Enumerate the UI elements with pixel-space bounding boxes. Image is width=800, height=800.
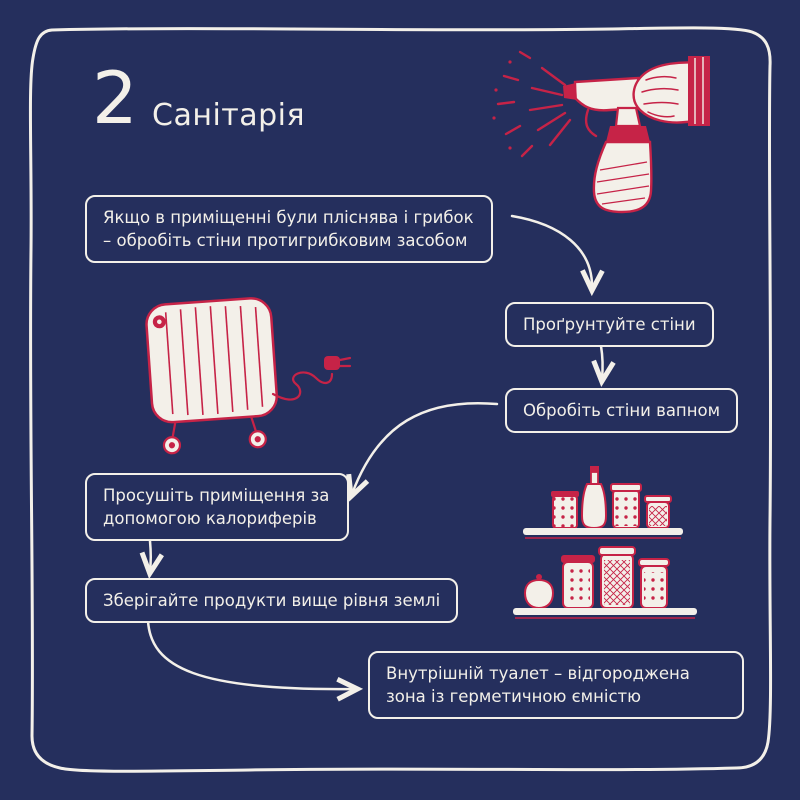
page-title: Санітарія: [152, 98, 306, 133]
step-box-mold-text: Якщо в приміщенні були пліснява і грибок…: [103, 208, 474, 251]
spray-droplets: [496, 50, 572, 158]
shelves-illustration: [513, 466, 697, 619]
power-cord: [271, 371, 334, 401]
arrow-lime-to-dry: [346, 401, 499, 502]
arrow-store-to-toilet: [146, 619, 364, 702]
spray-nozzle: [563, 83, 577, 100]
sleeve-cuff: [688, 56, 710, 126]
jar-dotted-top: [610, 483, 642, 529]
arrow-mold-to-prime: [510, 214, 605, 297]
bottle-body: [592, 140, 653, 214]
arrow-dry-to-store: [139, 539, 164, 580]
spray-head: [573, 76, 644, 112]
heater-fins: [164, 306, 264, 416]
jar-dotted-bottom: [638, 558, 670, 609]
cuff-hatching: [694, 57, 704, 124]
step-number: 2: [92, 56, 138, 140]
bottle: [580, 466, 608, 530]
pot: [523, 574, 555, 610]
step-box-mold: Якщо в приміщенні були пліснява і грибок…: [85, 195, 493, 264]
step-box-prime: Проґрунтуйте стіни: [505, 302, 714, 348]
step-box-dry: Просушіть приміщення за допомогою калори…: [85, 473, 349, 542]
spray-bottle-illustration: [492, 50, 710, 214]
step-box-prime-text: Проґрунтуйте стіни: [523, 315, 696, 334]
step-box-lime: Обробіть стіни вапном: [505, 388, 739, 434]
step-box-store-text: Зберігайте продукти вище рівня землі: [103, 591, 441, 610]
step-box-store: Зберігайте продукти вище рівня землі: [85, 578, 459, 624]
step-box-dry-text: Просушіть приміщення за допомогою калори…: [103, 486, 330, 529]
finger-lines: [641, 75, 679, 118]
jar-big-dots: [561, 555, 595, 609]
spray-trigger: [584, 108, 598, 138]
shelf-board-top: [523, 528, 683, 535]
heater-dial-dot: [157, 319, 162, 325]
spray-drops: [492, 60, 512, 150]
bottle-collar: [606, 126, 650, 142]
step-box-toilet-text: Внутрішній туалет – відгороджена зона із…: [386, 664, 690, 707]
bottle-hatching: [596, 161, 650, 205]
step-box-lime-text: Обробіть стіни вапном: [523, 401, 721, 420]
arrow-prime-to-lime: [591, 344, 616, 388]
heater-wheels: [162, 416, 267, 455]
shelf-board-bottom: [513, 608, 697, 615]
jar-honeycomb: [598, 546, 636, 609]
jar-small-top: [644, 495, 672, 529]
heater-illustration: [145, 297, 352, 455]
step-box-toilet: Внутрішній туалет – відгороджена зона із…: [368, 651, 744, 720]
bottle-neck: [614, 106, 642, 128]
heater-body: [145, 297, 279, 424]
power-plug: [324, 356, 352, 370]
canister: [551, 491, 579, 529]
